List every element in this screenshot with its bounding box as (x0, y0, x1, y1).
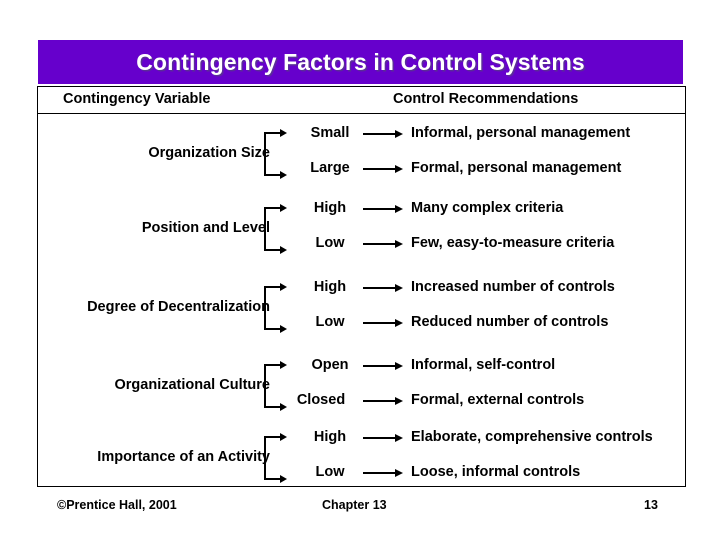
contingency-variable-label: Organization Size (148, 145, 270, 161)
recommendation-label: Increased number of controls (411, 279, 615, 295)
arrow-right-icon (363, 239, 405, 249)
arrow-shaft (363, 322, 397, 324)
table-row: Degree of Decentralization High Increase… (0, 278, 720, 338)
arrow-right-icon (363, 318, 405, 328)
arrowhead-icon (395, 239, 403, 248)
column-header-contingency-variable: Contingency Variable (63, 91, 211, 107)
arrow-shaft (363, 168, 397, 170)
arrowhead-icon (395, 468, 403, 477)
condition-label: Small (310, 125, 350, 141)
arrow-shaft (363, 365, 397, 367)
arrowhead-icon (280, 245, 287, 254)
footer-chapter: Chapter 13 (322, 498, 387, 512)
bracket-stub-top (264, 364, 282, 366)
recommendation-label: Many complex criteria (411, 200, 564, 216)
branch-bracket-icon (264, 360, 290, 411)
column-header-control-recommendations: Control Recommendations (393, 91, 579, 107)
condition-label: Large (310, 160, 350, 176)
branch-bracket-icon (264, 282, 290, 333)
footer-page-number: 13 (644, 498, 658, 512)
arrowhead-icon (280, 432, 287, 441)
table-row: Importance of an Activity High Elaborate… (0, 428, 720, 488)
condition-label: High (313, 279, 347, 295)
arrowhead-icon (280, 324, 287, 333)
arrow-right-icon (363, 164, 405, 174)
recommendation-label: Formal, external controls (411, 392, 585, 408)
arrowhead-icon (395, 129, 403, 138)
condition-label: Low (315, 235, 345, 251)
arrowhead-icon (280, 360, 287, 369)
arrowhead-icon (395, 164, 403, 173)
arrow-right-icon (363, 361, 405, 371)
recommendation-label: Informal, self-control (411, 357, 556, 373)
arrowhead-icon (280, 203, 287, 212)
arrowhead-icon (395, 396, 403, 405)
bracket-stub-bottom (264, 406, 282, 408)
bracket-stub-top (264, 132, 282, 134)
branch-bracket-icon (264, 203, 290, 254)
bracket-trunk (264, 436, 266, 480)
footer-copyright: ©Prentice Hall, 2001 (57, 498, 177, 512)
bracket-stub-bottom (264, 174, 282, 176)
bracket-stub-top (264, 286, 282, 288)
recommendation-label: Elaborate, comprehensive controls (411, 429, 653, 445)
slide-title-bar: Contingency Factors in Control Systems (38, 40, 683, 84)
arrowhead-icon (280, 128, 287, 137)
recommendation-label: Loose, informal controls (411, 464, 581, 480)
arrow-right-icon (363, 204, 405, 214)
arrowhead-icon (280, 170, 287, 179)
arrowhead-icon (280, 474, 287, 483)
bracket-trunk (264, 207, 266, 251)
branch-bracket-icon (264, 432, 290, 483)
bracket-stub-top (264, 207, 282, 209)
condition-label: Open (311, 357, 349, 373)
table-header-row: Contingency Variable Control Recommendat… (37, 86, 686, 114)
arrow-right-icon (363, 468, 405, 478)
condition-label: Low (315, 314, 345, 330)
arrow-shaft (363, 472, 397, 474)
contingency-variable-label: Organizational Culture (114, 377, 271, 393)
condition-label: High (313, 429, 347, 445)
recommendation-label: Formal, personal management (411, 160, 622, 176)
arrow-shaft (363, 243, 397, 245)
bracket-stub-bottom (264, 478, 282, 480)
arrow-shaft (363, 133, 397, 135)
arrowhead-icon (280, 282, 287, 291)
bracket-trunk (264, 364, 266, 408)
arrowhead-icon (395, 361, 403, 370)
page-title: Contingency Factors in Control Systems (136, 48, 585, 75)
condition-label: Low (315, 464, 345, 480)
condition-label: High (313, 200, 347, 216)
recommendation-label: Few, easy-to-measure criteria (411, 235, 615, 251)
table-row: Organizational Culture Open Informal, se… (0, 356, 720, 416)
bracket-stub-top (264, 436, 282, 438)
arrowhead-icon (280, 402, 287, 411)
arrow-shaft (363, 400, 397, 402)
arrowhead-icon (395, 204, 403, 213)
arrow-right-icon (363, 433, 405, 443)
arrowhead-icon (395, 283, 403, 292)
arrow-right-icon (363, 396, 405, 406)
arrowhead-icon (395, 318, 403, 327)
bracket-trunk (264, 132, 266, 176)
contingency-variable-label: Degree of Decentralization (87, 299, 270, 315)
arrow-shaft (363, 437, 397, 439)
bracket-trunk (264, 286, 266, 330)
contingency-variable-label: Position and Level (141, 220, 270, 236)
arrowhead-icon (395, 433, 403, 442)
bracket-stub-bottom (264, 328, 282, 330)
bracket-stub-bottom (264, 249, 282, 251)
recommendation-label: Reduced number of controls (411, 314, 609, 330)
contingency-variable-label: Importance of an Activity (97, 449, 270, 465)
arrow-right-icon (363, 129, 405, 139)
table-row: Position and Level High Many complex cri… (0, 199, 720, 259)
arrow-shaft (363, 287, 397, 289)
arrow-right-icon (363, 283, 405, 293)
arrow-shaft (363, 208, 397, 210)
condition-label: Closed (296, 392, 346, 408)
table-frame (37, 86, 686, 487)
recommendation-label: Informal, personal management (411, 125, 631, 141)
branch-bracket-icon (264, 128, 290, 179)
table-row: Organization Size Small Informal, person… (0, 124, 720, 184)
